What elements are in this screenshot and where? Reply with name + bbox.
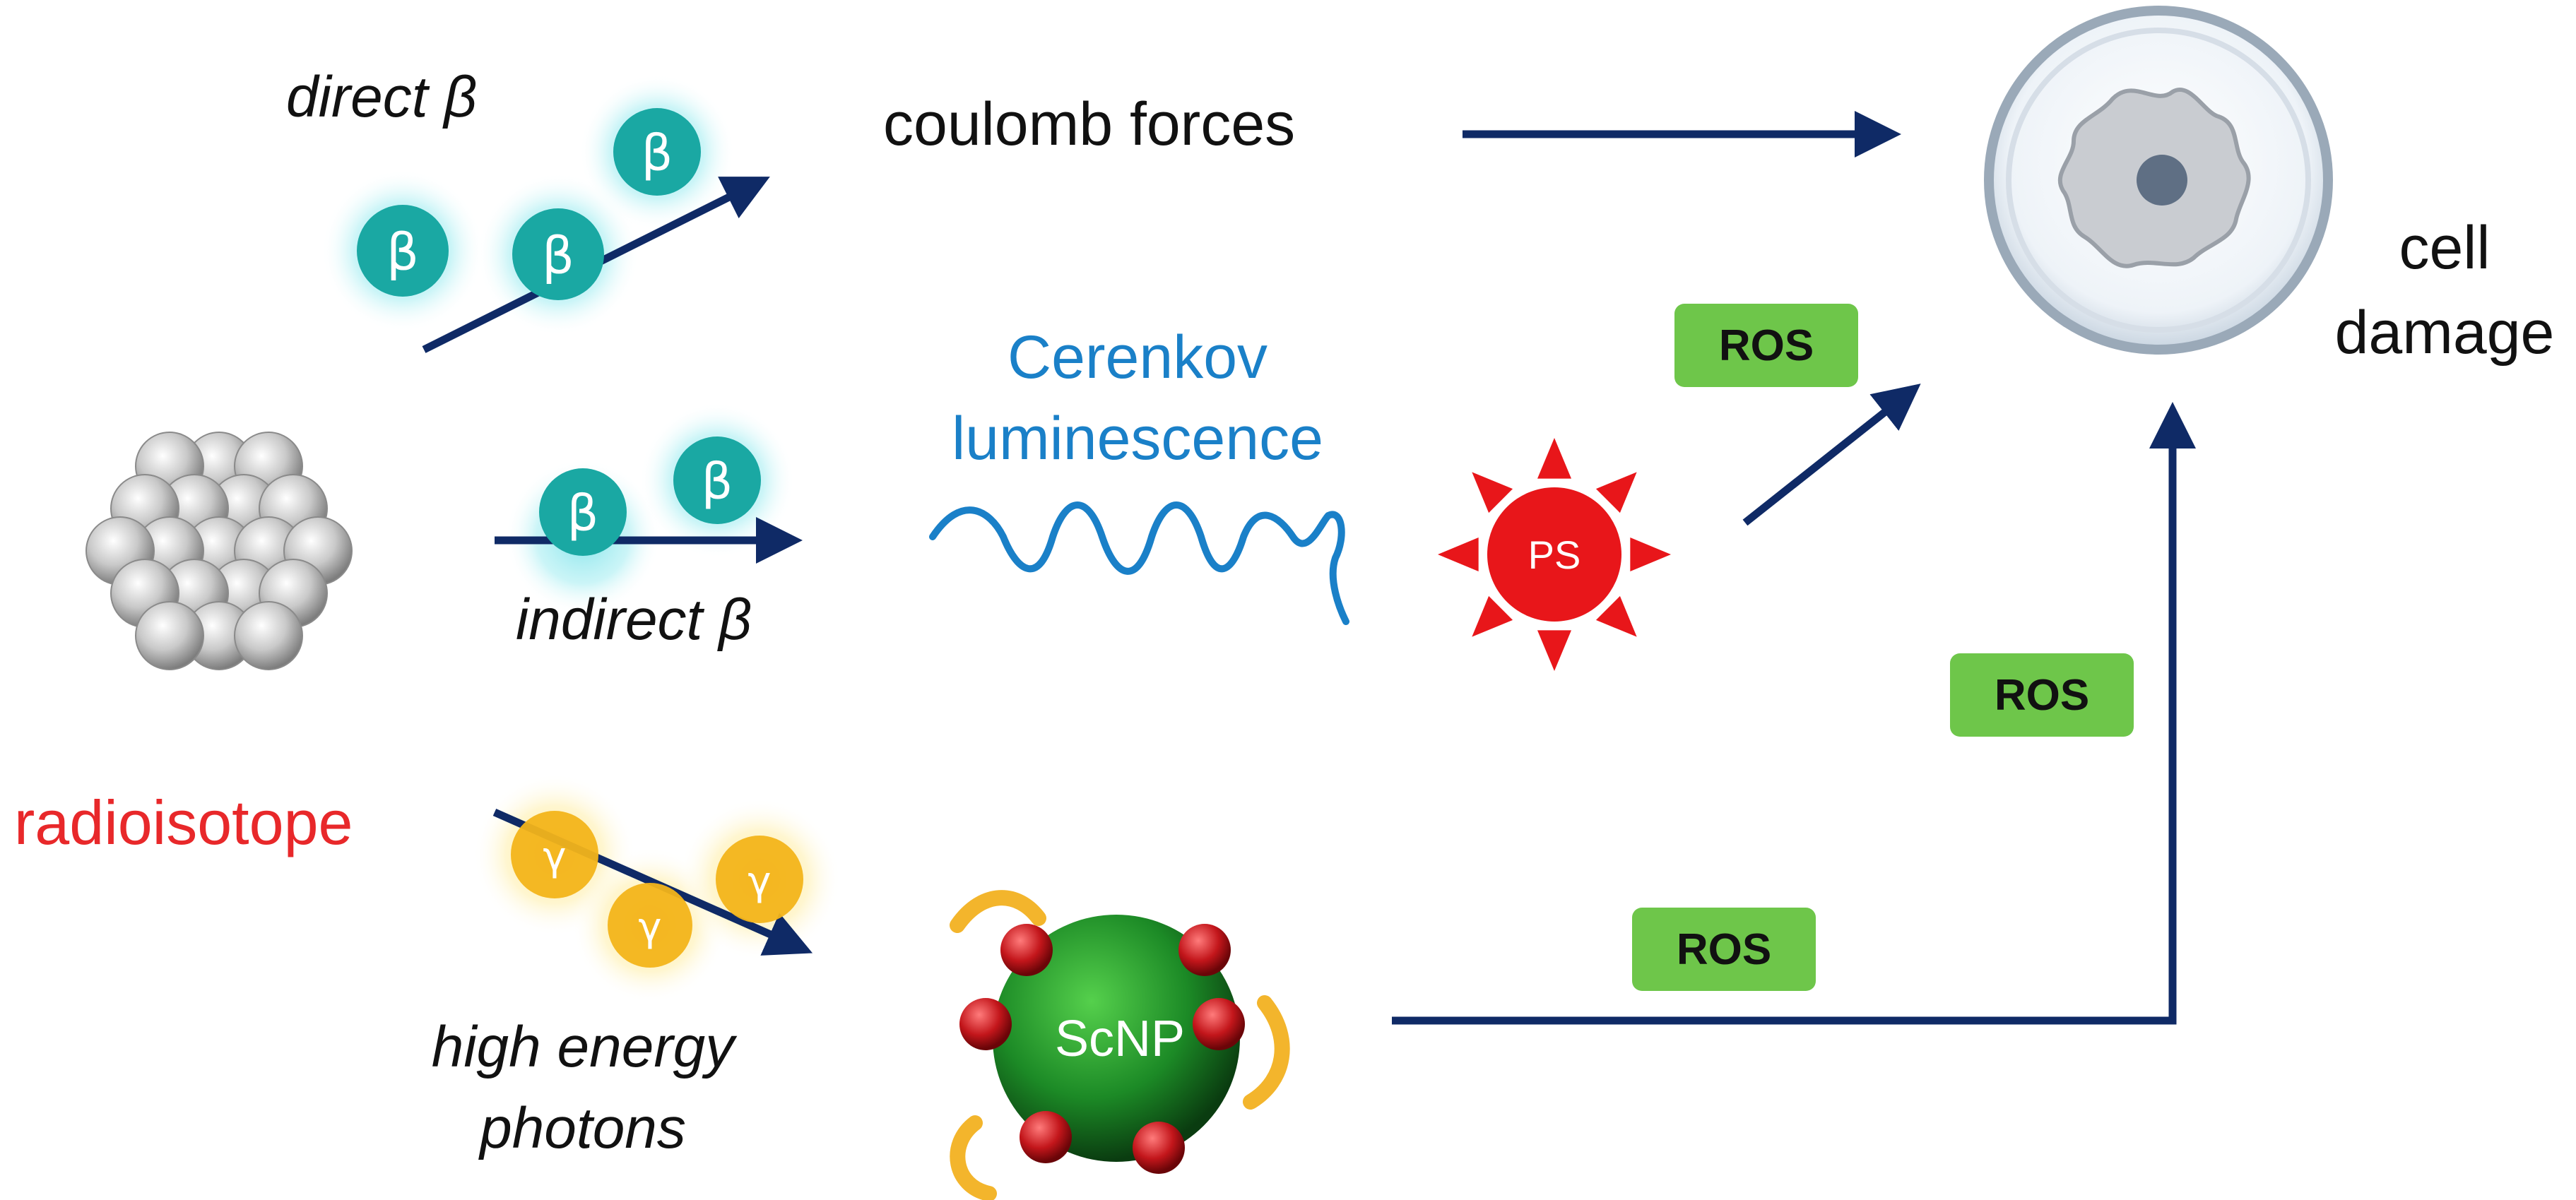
scnp-label: ScNP xyxy=(1055,1011,1185,1067)
nucleon-sphere xyxy=(234,601,303,670)
ps-to-cell-arrow xyxy=(1742,384,1921,526)
beta-symbol: β xyxy=(386,222,419,282)
indirect-beta-particles: β β xyxy=(495,403,803,614)
swirl-icon xyxy=(1243,995,1290,1110)
sun-ray xyxy=(1472,472,1513,513)
direct-beta-particles: β β β xyxy=(321,74,770,353)
sun-ray xyxy=(1537,630,1572,671)
gamma-particles: γ γ γ xyxy=(473,773,841,1003)
indirect-beta-label: indirect β xyxy=(516,588,752,652)
cerenkov-label-line2: luminescence xyxy=(952,405,1323,473)
scnp-to-cell-arrow xyxy=(1392,402,2196,1025)
gamma-symbol: γ xyxy=(748,859,771,905)
beta-symbol: β xyxy=(702,453,733,511)
radioisotope-nucleus-icon xyxy=(85,432,353,670)
cerenkov-wave-icon xyxy=(929,501,1349,625)
direct-beta-label: direct β xyxy=(286,65,477,129)
ros-badge-right: ROS xyxy=(1950,653,2134,737)
sun-ray xyxy=(1630,537,1671,572)
photosensitizer-icon xyxy=(1438,438,1671,671)
cerenkov-label-line1: Cerenkov xyxy=(1008,323,1268,391)
sun-ray xyxy=(1595,595,1637,637)
high-energy-label-line1: high energy xyxy=(432,1015,738,1079)
gamma-symbol: γ xyxy=(638,905,661,951)
sun-ray xyxy=(1537,438,1572,479)
svg-text:ROS: ROS xyxy=(1719,321,1814,370)
cell-damage-label-line2: damage xyxy=(2335,299,2555,367)
sun-ray xyxy=(1595,472,1637,513)
beta-symbol: β xyxy=(567,485,599,542)
nucleon-sphere xyxy=(135,601,204,670)
scnp-nanoparticle-icon xyxy=(950,890,1290,1200)
sun-ray xyxy=(1472,595,1513,637)
high-energy-label-line2: photons xyxy=(478,1096,686,1160)
cell-damage-label-line1: cell xyxy=(2399,214,2490,282)
ros-badge-bottom: ROS xyxy=(1632,908,1816,991)
beta-symbol: β xyxy=(642,124,673,182)
cell-nucleus xyxy=(2137,155,2187,206)
ps-label: PS xyxy=(1528,533,1581,577)
gamma-symbol: γ xyxy=(543,834,566,880)
beta-symbol: β xyxy=(542,226,574,285)
ros-badge-ps: ROS xyxy=(1674,304,1858,387)
coulomb-forces-label: coulomb forces xyxy=(883,90,1295,158)
svg-text:ROS: ROS xyxy=(1995,671,2089,720)
swirl-icon xyxy=(950,890,1046,933)
svg-text:ROS: ROS xyxy=(1677,925,1771,974)
cell-dish xyxy=(1984,6,2333,355)
swirl-icon xyxy=(950,1115,997,1200)
radioisotope-label: radioisotope xyxy=(14,788,353,857)
sun-ray xyxy=(1438,537,1479,572)
